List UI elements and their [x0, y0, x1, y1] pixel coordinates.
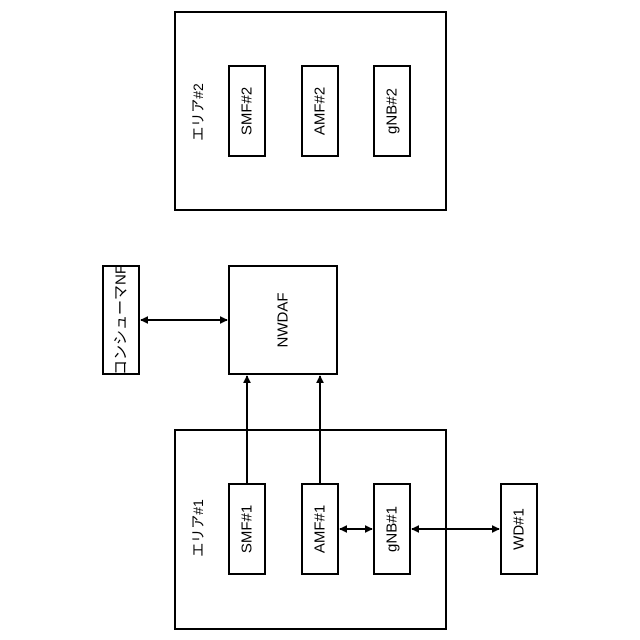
amf-2-label: AMF#2: [312, 87, 329, 135]
smf-2-label: SMF#2: [239, 87, 256, 135]
area-1-label: エリア#1: [190, 499, 206, 557]
gnb-2-label: gNB#2: [384, 88, 401, 134]
amf-1-label: AMF#1: [312, 505, 329, 553]
area-2-label: エリア#2: [190, 83, 206, 141]
consumer-nf-label: コンシューマNF: [113, 265, 130, 375]
smf-1-label: SMF#1: [239, 505, 256, 553]
wd-1-label: WD#1: [511, 508, 528, 550]
area-2-group: エリア#2 SMF#2 AMF#2 gNB#2: [175, 12, 446, 210]
gnb-1-label: gNB#1: [384, 506, 401, 552]
area-1-group: エリア#1 SMF#1 AMF#1 gNB#1: [175, 430, 446, 629]
nwdaf-label: NWDAF: [275, 293, 292, 348]
